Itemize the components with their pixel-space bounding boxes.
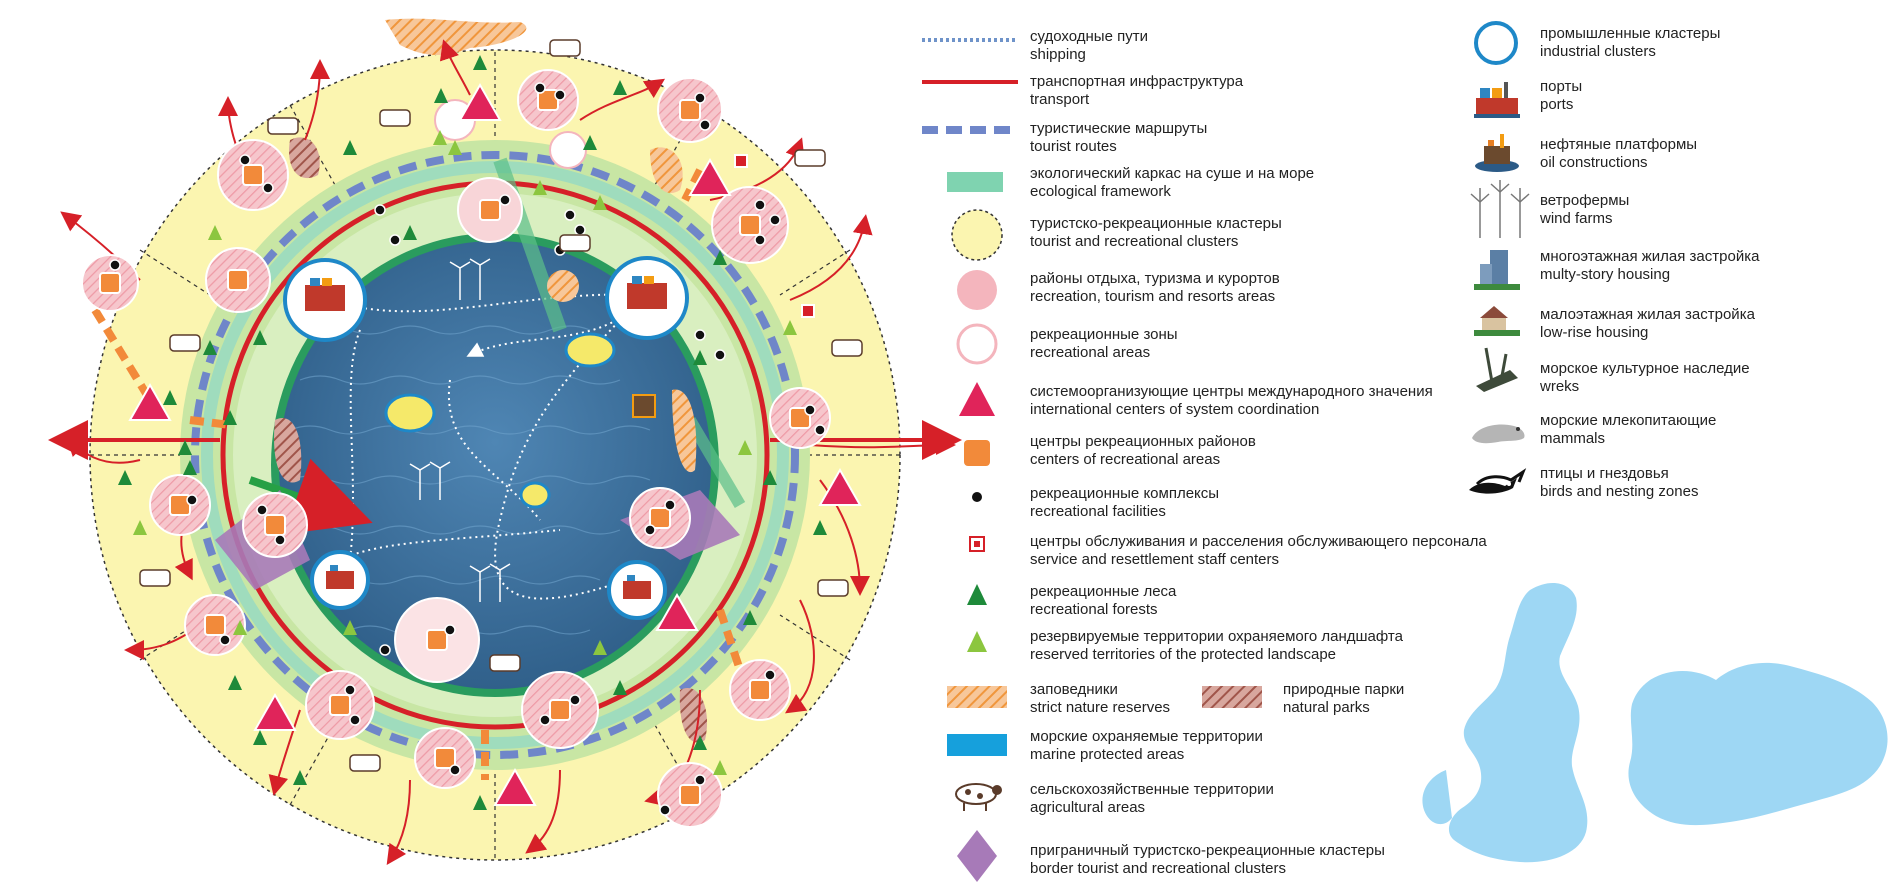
wrecks-symbol: [1470, 342, 1524, 396]
birds-symbol: [1465, 460, 1531, 500]
multi-story-symbol: [1472, 246, 1522, 292]
agricultural-symbol: [950, 778, 1006, 814]
recreational-zones-symbol: [955, 322, 999, 366]
rec-forests-symbol: [965, 583, 989, 607]
rec-facilities-symbol: [970, 490, 984, 504]
oil-platform: [633, 395, 655, 417]
legend-service-centers: центры обслуживания и расселения обслужи…: [1030, 533, 1487, 569]
legend-system-centers: системоорганизующие центры международног…: [1030, 383, 1433, 419]
recreation-areas-symbol: [955, 268, 999, 312]
natural-parks-symbol: [1200, 684, 1264, 710]
legend-reserved-landscape: резервируемые территории охраняемого лан…: [1030, 628, 1403, 664]
mammals-symbol: [1468, 412, 1528, 448]
shipping-symbol: [920, 30, 1020, 50]
transport-symbol: [920, 72, 1020, 92]
system-centers-symbol: [957, 380, 997, 420]
nature-reserve-sea: [547, 270, 579, 302]
marine-protected-symbol: [945, 732, 1009, 758]
service-centers-symbol: [968, 535, 986, 553]
industrial-clusters-symbol: [1473, 20, 1519, 66]
legend-border-clusters: приграничный туристско-рекреационные кла…: [1030, 842, 1385, 878]
rec-centers-symbol: [962, 438, 992, 468]
ports-symbol: [1472, 78, 1522, 120]
eco-framework-symbol: [945, 170, 1005, 194]
low-rise-symbol: [1472, 302, 1522, 338]
tourist-clusters-symbol: [950, 208, 1004, 262]
nature-reserves-symbol: [945, 684, 1009, 710]
sea-basin-west: [1422, 583, 1587, 862]
regional-scheme-diagram: [0, 0, 1000, 886]
border-clusters-symbol: [955, 828, 999, 884]
location-map: [1410, 570, 1895, 870]
wind-farms-symbol: [1465, 180, 1535, 240]
tourist-routes-symbol: [920, 120, 1020, 140]
oil-symbol: [1472, 132, 1522, 174]
sea-basin-east: [1628, 663, 1887, 825]
reserved-landscape-symbol: [965, 630, 989, 654]
